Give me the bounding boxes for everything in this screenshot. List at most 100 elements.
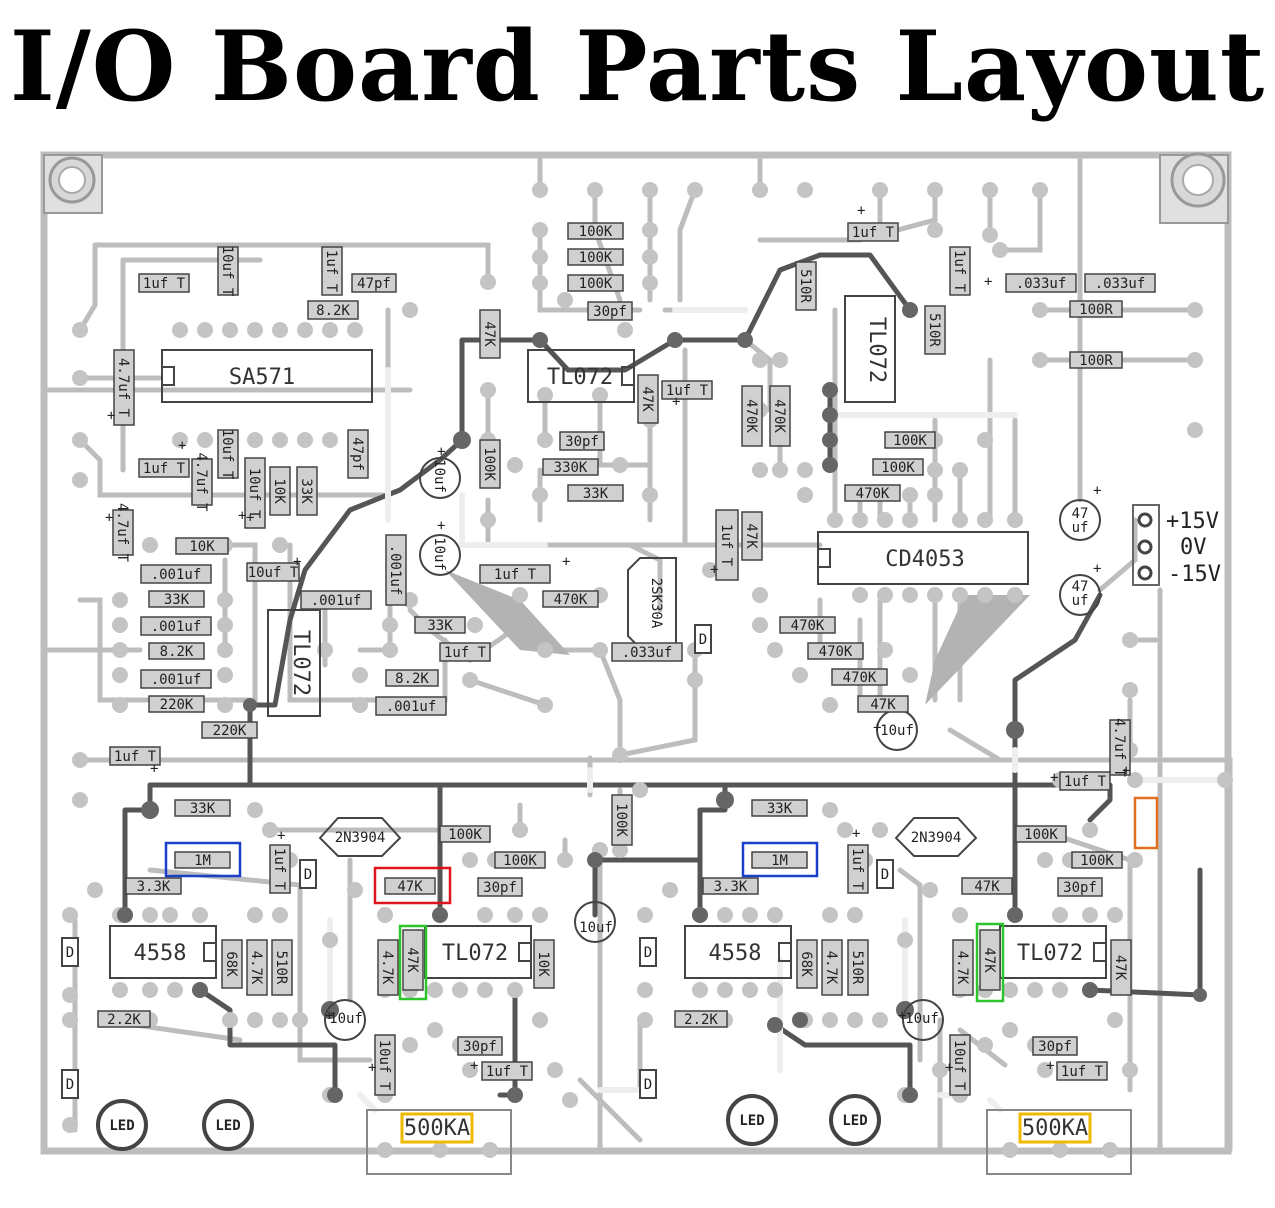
component-p14: 4.7uf T: [112, 503, 134, 563]
led-label-3: LED: [739, 1113, 764, 1129]
component-b7: 47K: [384, 877, 436, 895]
component-c17-body: [949, 1034, 971, 1096]
component-c4: 1uf T: [847, 844, 869, 894]
polarity-plus-marker: +: [898, 1008, 906, 1024]
component-p9: 10uf T: [217, 429, 239, 480]
polarity-plus-marker: +: [238, 508, 246, 524]
component-p56-label: 470K: [771, 399, 787, 433]
component-p48: 510R: [795, 261, 817, 311]
component-p69-label: 4.7uf T: [1111, 718, 1127, 778]
component-c9-label: 68K: [798, 951, 814, 977]
component-p69: 4.7uf T: [1109, 718, 1131, 778]
component-p71-label: 1uf T: [114, 749, 157, 765]
component-p62-label: 470K: [791, 618, 825, 634]
component-c14: 47K: [1110, 939, 1132, 996]
component-c2: 1M: [751, 851, 808, 869]
component-c5-body: [1015, 825, 1067, 843]
component-p3-label: 1uf T: [323, 250, 339, 293]
component-p57-body: [884, 431, 936, 449]
component-b17-label: 10uf T: [376, 1040, 392, 1091]
component-p11-body: [269, 466, 291, 516]
component-c10-label: 4.7K: [823, 951, 839, 985]
polarity-plus-marker: +: [178, 438, 186, 454]
component-b8: 30pf: [477, 877, 523, 897]
component-p15-label: 10K: [189, 539, 215, 555]
component-p54: 100R: [1069, 351, 1123, 369]
component-p9-body: [217, 429, 239, 479]
component-p50-body: [949, 246, 971, 296]
component-b9-label: 68K: [223, 951, 239, 977]
power-zero-label: 0V: [1180, 535, 1207, 560]
highlight-boxes: [164, 796, 1159, 1003]
component-c12-body: [952, 939, 974, 996]
component-p2: 10uf T: [217, 246, 239, 297]
component-p28-body: [385, 669, 439, 687]
component-p5-body: [307, 300, 359, 320]
component-b9-body: [221, 939, 243, 989]
component-b8-body: [477, 877, 523, 897]
component-p63-label: 470K: [819, 644, 853, 660]
component-p51-body: [1005, 273, 1077, 293]
component-b12: 4.7K: [377, 939, 399, 996]
polarity-plus-marker: +: [107, 408, 115, 424]
component-c13-body: [979, 929, 1001, 991]
component-p58-body: [872, 458, 924, 476]
component-p23: 220K: [201, 721, 258, 739]
component-p43-label: 10uf: [431, 537, 447, 571]
highlight-blue-right: [741, 841, 819, 878]
component-p22: 220K: [148, 695, 205, 713]
highlight-green-right: [975, 922, 1005, 1003]
component-p42-label: 10uf: [431, 459, 447, 493]
ic-tl072-top-mid-label: TL072: [547, 365, 613, 390]
component-b17-body: [374, 1034, 396, 1096]
component-p40-body: [542, 458, 599, 476]
component-p4-body: [351, 273, 397, 293]
component-p25-label: .001uf: [387, 545, 403, 596]
component-p71: 1uf T: [109, 746, 161, 766]
component-b14-body: [533, 939, 555, 989]
highlight-green-left: [398, 924, 428, 1001]
component-p13-label: 47pf: [349, 437, 365, 471]
component-p38: 100K: [479, 439, 501, 489]
component-b7-body: [384, 877, 436, 895]
polarity-plus-marker: +: [1050, 770, 1058, 786]
led-label-4: LED: [842, 1113, 867, 1129]
component-p65-body: [857, 695, 909, 713]
component-c4-body: [847, 844, 869, 894]
component-c17: 10uf T: [949, 1034, 971, 1096]
pads-dark: [117, 302, 1207, 1103]
component-b10-label: 4.7K: [248, 951, 264, 985]
component-b1: 33K: [174, 799, 231, 817]
component-c6-body: [1071, 851, 1123, 869]
ic-4558-left: 4558: [109, 925, 217, 979]
component-p6-body: [113, 349, 135, 426]
component-b20-label: 100K: [613, 803, 629, 837]
ic-tl072-left-label: TL072: [288, 630, 313, 696]
component-p21-label: .001uf: [151, 672, 202, 688]
component-p20-label: 8.2K: [160, 644, 194, 660]
polarity-plus-marker: +: [1046, 1058, 1054, 1074]
component-p51-label: .033uf: [1016, 276, 1067, 292]
component-b3-body: [125, 877, 182, 895]
ic-sa571: SA571: [161, 349, 373, 403]
component-p46-body: [611, 642, 683, 662]
mounting-hole-right: [1159, 152, 1229, 224]
component-p19-label: .001uf: [151, 619, 202, 635]
component-b5: 100K: [439, 825, 491, 843]
ic-tl072-bot-right-label: TL072: [1017, 941, 1083, 966]
component-p2-label: 10uf T: [219, 246, 235, 297]
power-minus-label: -15V: [1168, 562, 1221, 587]
component-p30-body: [479, 564, 551, 584]
polarity-plus-marker: +: [277, 828, 285, 844]
component-p37-label: 1uf T: [666, 383, 709, 399]
component-c1-label: 33K: [767, 801, 793, 817]
component-p38-label: 100K: [481, 447, 497, 481]
polarity-plus-marker: +: [1122, 763, 1130, 779]
component-p57-label: 100K: [893, 433, 927, 449]
diode-label: D: [644, 1077, 652, 1093]
component-p11: 10K: [269, 466, 291, 516]
component-p58-label: 100K: [881, 460, 915, 476]
component-p35-label: 47K: [481, 321, 497, 347]
polarity-plus-marker: +: [150, 761, 158, 777]
component-p33-body: [567, 274, 624, 292]
